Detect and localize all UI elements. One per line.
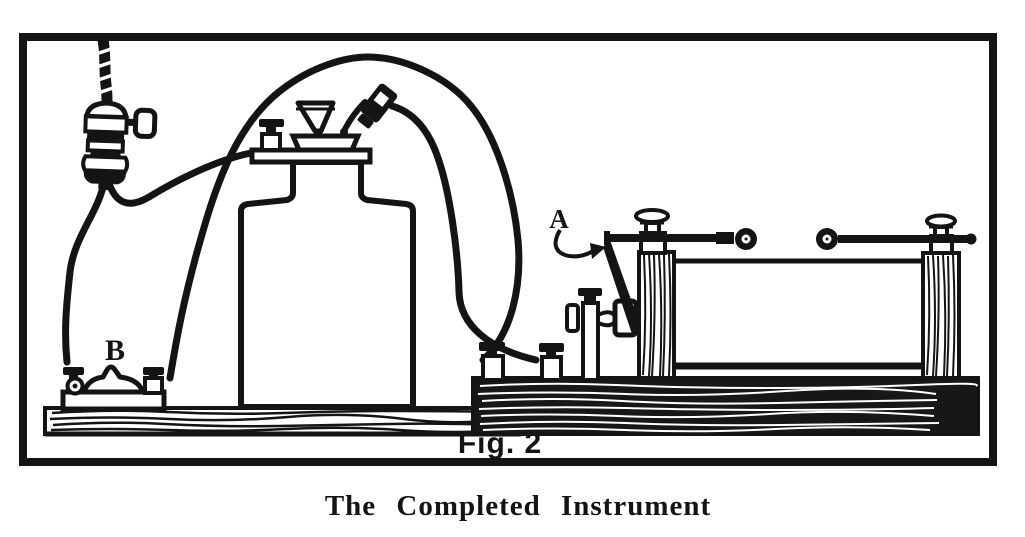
lamp-socket [81, 100, 158, 191]
label-b: B [105, 334, 125, 367]
wood-grain-right [477, 382, 978, 433]
label-a-group: A [549, 204, 606, 259]
socket-body [83, 114, 129, 135]
figure-frame-border [19, 33, 997, 466]
cord-twist-marks [95, 46, 117, 95]
bottle-outline [238, 159, 416, 410]
figure-caption: The Completed Instrument [325, 490, 711, 522]
socket-nipple [98, 182, 110, 191]
post-grain-right [926, 254, 956, 377]
label-a: A [549, 204, 569, 234]
switch-key-knob [132, 107, 158, 139]
rod-collar [716, 232, 734, 244]
gap-rod-left [604, 228, 757, 250]
rod-end-knob [965, 233, 977, 245]
electrode-clamp [357, 83, 398, 129]
button-post-left [63, 367, 85, 396]
bottle-cap-assembly [249, 83, 398, 165]
standard-thumbscrew [578, 288, 602, 296]
electrolyte-bottle [238, 159, 416, 410]
binding-post-1 [479, 342, 505, 382]
thumbscrew-left [634, 208, 670, 224]
hanging-cord [95, 38, 117, 103]
standard-side-tab [565, 303, 580, 333]
arrowhead-a [590, 243, 606, 259]
connecting-wires [62, 53, 540, 382]
upright-post-right [921, 213, 961, 380]
base-board-left [43, 406, 523, 437]
upright-post-left [634, 208, 676, 380]
gap-rod-right [816, 228, 977, 250]
cap-binding-post [259, 119, 284, 152]
thumbscrew-right [925, 213, 957, 229]
post-grain-left [642, 253, 672, 377]
binding-post-2 [539, 343, 564, 382]
wire-arc-inner [388, 102, 540, 364]
wire-socket-to-bottle-post [106, 149, 255, 207]
button-post-right [143, 367, 164, 395]
button-dome [81, 364, 146, 395]
arrow-a [553, 228, 595, 259]
wire-socket-to-button [62, 183, 107, 366]
socket-ring [81, 154, 130, 174]
detector-standard [565, 288, 619, 382]
funnel-stem [314, 131, 322, 137]
cap-dish [289, 133, 362, 153]
funnel [295, 100, 336, 134]
socket-cap [84, 100, 129, 121]
socket-shell [85, 138, 126, 154]
push-button-b [60, 364, 167, 412]
pencil-electrode [603, 240, 641, 334]
base-board-right [471, 376, 980, 436]
wire-arc-outer [166, 53, 523, 382]
electrode-wire [341, 99, 368, 134]
figure-number: Fig. 2 [458, 427, 542, 460]
standard-rod [581, 301, 600, 382]
socket-skirt [83, 170, 126, 185]
